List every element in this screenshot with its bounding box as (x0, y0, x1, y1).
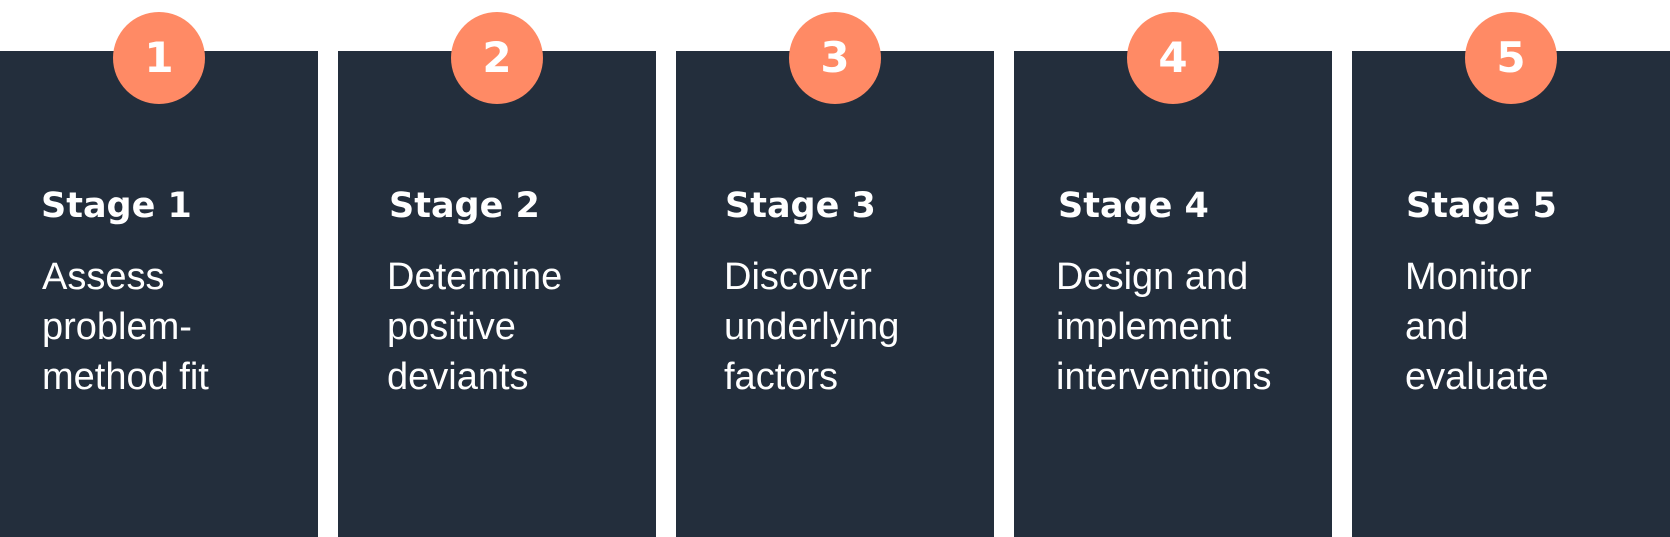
stage-description-line: positive (387, 306, 516, 348)
stage-description-line: Assess (42, 256, 165, 298)
stage-description-line: problem- (42, 306, 192, 348)
stage-title: Stage 2 (389, 186, 540, 226)
stage-title: Stage 5 (1406, 186, 1557, 226)
stage-description-line: interventions (1056, 356, 1272, 398)
stage-description-line: factors (724, 356, 839, 398)
stage-title: Stage 1 (41, 186, 192, 226)
stage-card-4: 4 Stage 4 Design and implement intervent… (1014, 12, 1332, 537)
stage-description: Determine positive deviants (387, 252, 657, 402)
stage-description-line: Design and (1056, 256, 1249, 298)
stage-description-line: evaluate (1405, 356, 1549, 398)
stage-description-line: and (1405, 306, 1469, 348)
stage-description: Assess problem- method fit (42, 252, 312, 402)
stage-number-badge: 2 (451, 12, 543, 104)
stage-title: Stage 4 (1058, 186, 1209, 226)
stage-number-badge: 4 (1127, 12, 1219, 104)
stage-number-badge: 5 (1465, 12, 1557, 104)
stage-description-line: Discover (724, 256, 872, 298)
stage-card-3: 3 Stage 3 Discover underlying factors (676, 12, 994, 537)
stage-description-line: method fit (42, 356, 209, 398)
stage-card-1: 1 Stage 1 Assess problem- method fit (0, 12, 318, 537)
stage-card-5: 5 Stage 5 Monitor and evaluate (1352, 12, 1670, 537)
stage-description: Design and implement interventions (1056, 252, 1330, 402)
stage-card-2: 2 Stage 2 Determine positive deviants (338, 12, 657, 537)
stage-description-line: deviants (387, 356, 529, 398)
stage-description-line: underlying (724, 306, 900, 348)
stage-title: Stage 3 (725, 186, 876, 226)
stage-number-badge: 3 (789, 12, 881, 104)
stage-description-line: Monitor (1405, 256, 1532, 298)
stage-description: Discover underlying factors (724, 252, 994, 402)
stage-description-line: Determine (387, 256, 563, 298)
stage-description: Monitor and evaluate (1405, 252, 1670, 402)
stage-description-line: implement (1056, 306, 1232, 348)
stage-number-badge: 1 (113, 12, 205, 104)
